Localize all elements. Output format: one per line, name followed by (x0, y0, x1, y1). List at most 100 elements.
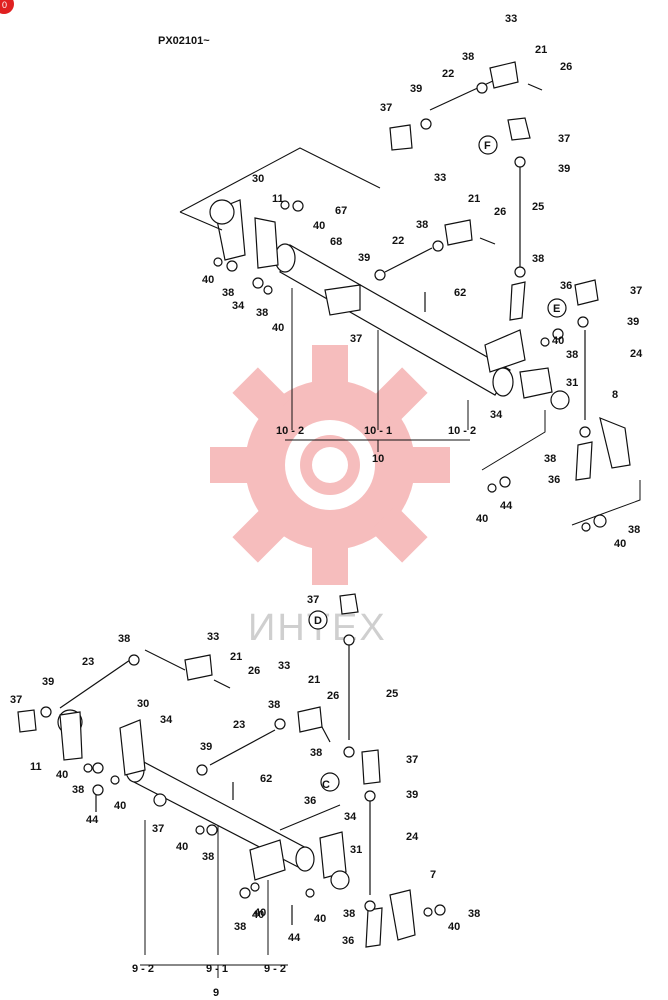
serial-range: PX02101~ (158, 35, 210, 47)
part-number: 33 (505, 13, 517, 25)
part-number: 39 (42, 676, 54, 688)
part-number: 38 (222, 287, 234, 299)
part-number: 38 (202, 851, 214, 863)
part-number: 39 (558, 163, 570, 175)
part-number: 44 (86, 814, 99, 826)
part-number: 36 (342, 935, 354, 947)
part-number: 38 (268, 699, 280, 711)
corner-badge-text: 0 (2, 0, 7, 10)
upper-assembly (179, 61, 641, 532)
part-number: 38 (544, 453, 556, 465)
part-number: 33 (278, 660, 290, 672)
part-number: 22 (442, 68, 454, 80)
part-number: 40 (552, 335, 564, 347)
group-label-9: 9 (213, 987, 219, 999)
part-number: 36 (560, 280, 572, 292)
part-number: 38 (256, 307, 268, 319)
part-number: 40 (448, 921, 460, 933)
part-number: 37 (630, 285, 642, 297)
part-number: 38 (72, 784, 84, 796)
part-number: 44 (500, 500, 513, 512)
part-number: 34 (160, 714, 173, 726)
part-number: 38 (416, 219, 428, 231)
part-number: 38 (234, 921, 246, 933)
part-number: 30 (252, 173, 264, 185)
part-number: 34 (490, 409, 503, 421)
part-number: 36 (548, 474, 560, 486)
part-number: 38 (628, 524, 640, 536)
part-number: 40 (56, 769, 68, 781)
part-number: 39 (406, 789, 418, 801)
group-label-9-1: 9 - 1 (206, 963, 228, 975)
part-number: 37 (406, 754, 418, 766)
part-number: 36 (304, 795, 316, 807)
part-number: 26 (560, 61, 572, 73)
part-number: 22 (392, 235, 404, 247)
part-number: 62 (454, 287, 466, 299)
part-number: 23 (82, 656, 94, 668)
part-number: 25 (386, 688, 398, 700)
part-number: 38 (310, 747, 322, 759)
part-number: 24 (630, 348, 643, 360)
part-number: 30 (137, 698, 149, 710)
part-number: 40 (254, 907, 266, 919)
part-number: 40 (114, 800, 126, 812)
part-number: 40 (314, 913, 326, 925)
part-number: 39 (410, 83, 422, 95)
part-number: 21 (468, 193, 480, 205)
part-number: 38 (566, 349, 578, 361)
callout-c: C (322, 779, 330, 791)
part-number: 62 (260, 773, 272, 785)
part-number: 40 (176, 841, 188, 853)
lower-part-numbers: 37 38 33 23 21 26 39 30 37 34 33 21 26 3… (10, 594, 480, 947)
part-number: 40 (476, 513, 488, 525)
part-number: 23 (233, 719, 245, 731)
group-label-10: 10 (372, 453, 384, 465)
group-label-9-2-right: 9 - 2 (264, 963, 286, 975)
part-number: 34 (344, 811, 357, 823)
watermark-gear-icon (210, 345, 450, 585)
part-number: 40 (313, 220, 325, 232)
part-number: 40 (614, 538, 626, 550)
part-number: 7 (430, 869, 436, 881)
part-number: 38 (532, 253, 544, 265)
part-number: 40 (202, 274, 214, 286)
part-number: 21 (535, 44, 547, 56)
part-number: 26 (327, 690, 339, 702)
part-number: 11 (272, 193, 284, 205)
part-number: 44 (288, 932, 301, 944)
group-label-10-1: 10 - 1 (364, 425, 392, 437)
part-number: 37 (307, 594, 319, 606)
group-label-9-2-left: 9 - 2 (132, 963, 154, 975)
part-number: 8 (612, 389, 618, 401)
part-number: 11 (30, 761, 42, 773)
lower-assembly (17, 593, 446, 978)
part-number: 39 (200, 741, 212, 753)
part-number: 37 (380, 102, 392, 114)
part-number: 38 (118, 633, 130, 645)
part-number: 25 (532, 201, 544, 213)
callout-d: D (314, 615, 322, 627)
part-number: 37 (558, 133, 570, 145)
part-number: 21 (230, 651, 242, 663)
part-number: 37 (350, 333, 362, 345)
part-number: 31 (566, 377, 578, 389)
callout-f: F (484, 140, 491, 152)
part-number: 39 (627, 316, 639, 328)
part-number: 38 (462, 51, 474, 63)
part-number: 26 (494, 206, 506, 218)
callout-e: E (553, 303, 560, 315)
part-number: 38 (468, 908, 480, 920)
corner-badge (0, 0, 14, 14)
part-number: 37 (152, 823, 164, 835)
part-number: 34 (232, 300, 245, 312)
upper-part-numbers: 33 21 26 38 22 39 37 37 39 30 11 67 40 6… (202, 13, 643, 550)
part-number: 24 (406, 831, 419, 843)
part-number: 37 (10, 694, 22, 706)
part-number: 26 (248, 665, 260, 677)
part-number: 31 (350, 844, 362, 856)
part-number: 67 (335, 205, 347, 217)
part-number: 21 (308, 674, 320, 686)
part-number: 33 (434, 172, 446, 184)
